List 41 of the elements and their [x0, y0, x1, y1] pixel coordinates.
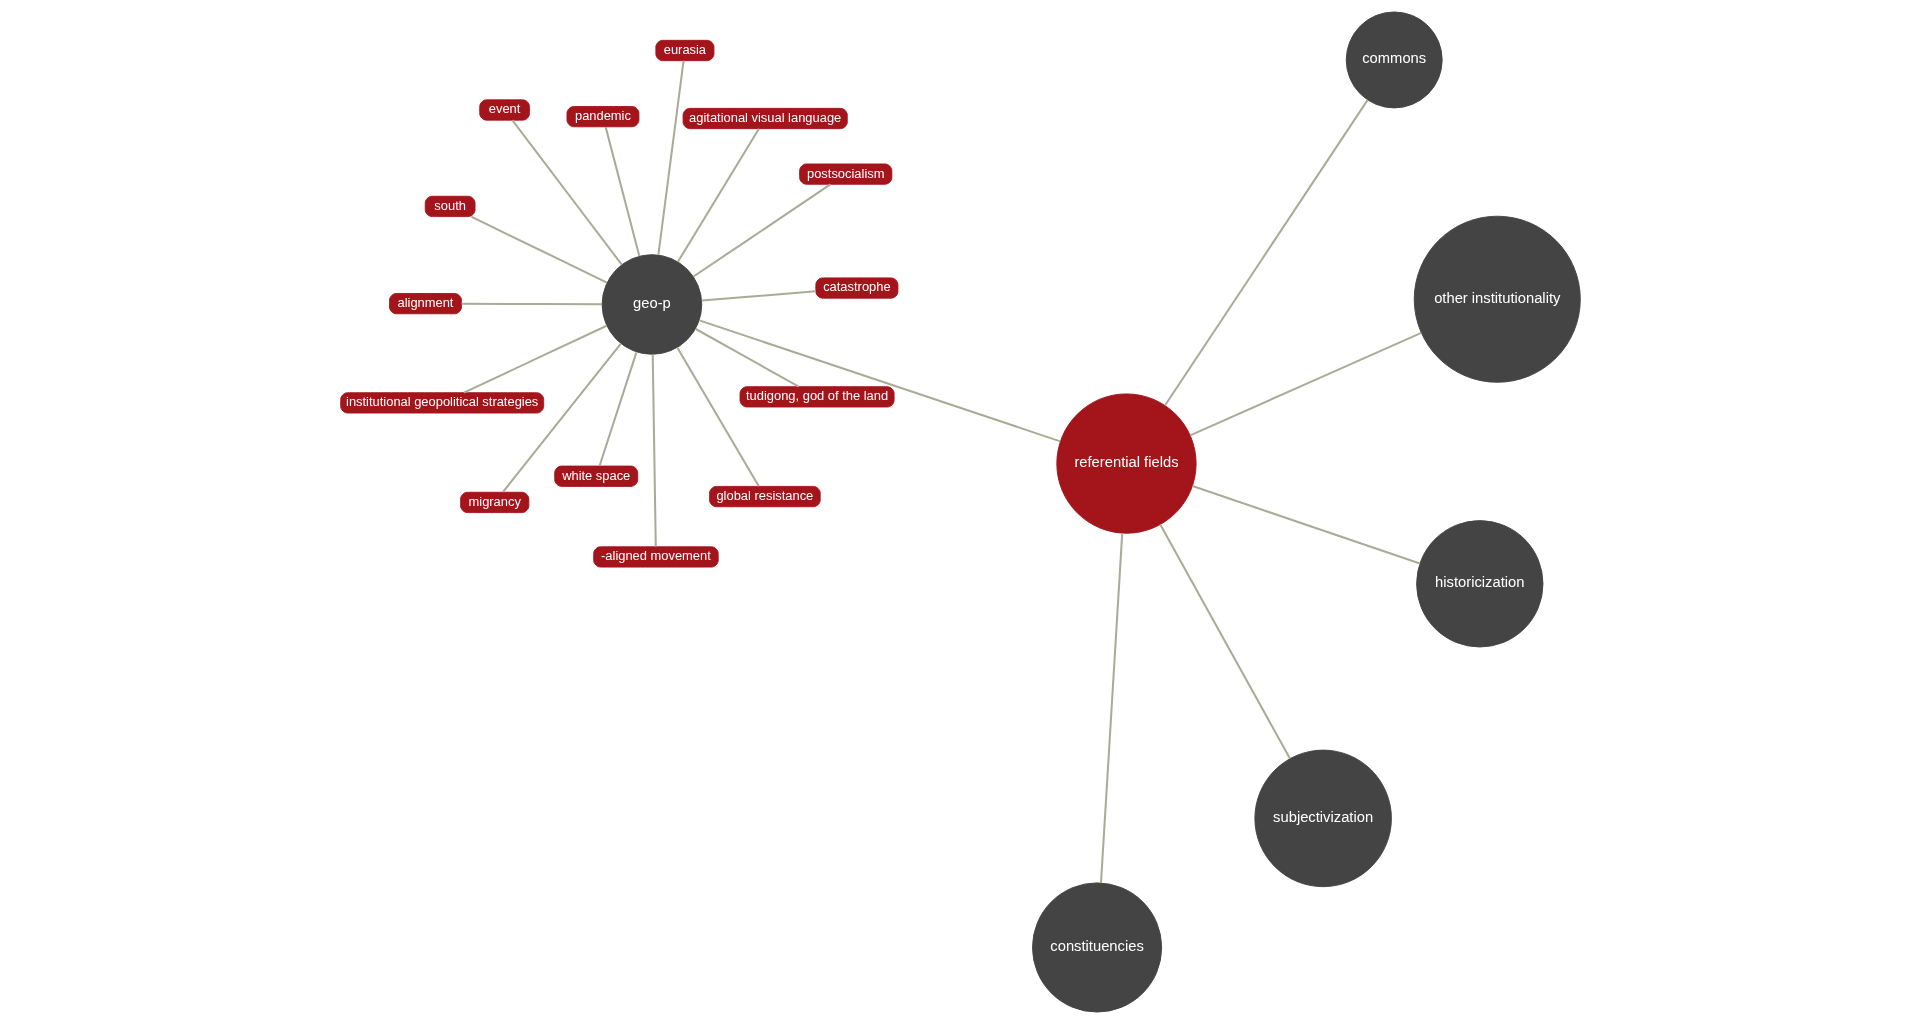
connector: [1191, 485, 1420, 565]
node-box: migrancy: [459, 491, 529, 514]
connector: [511, 119, 623, 266]
node-circle: subjectivization: [1253, 749, 1392, 888]
node-circle: constituencies: [1031, 882, 1162, 1013]
node-circle: commons: [1345, 11, 1443, 109]
connector: [692, 183, 831, 278]
connector: [694, 328, 799, 388]
connector: [1158, 524, 1291, 759]
node-box: pandemic: [566, 106, 639, 128]
node-box: institutional geopolitical strategies: [339, 392, 544, 414]
node-box: event: [478, 99, 530, 121]
connector: [1163, 99, 1368, 406]
connector: [463, 324, 607, 394]
node-box: eurasia: [654, 39, 714, 62]
node-box: white space: [553, 465, 638, 487]
node-circle: historicization: [1415, 520, 1543, 648]
node-box: tudigong, god of the land: [739, 386, 895, 408]
connector: [651, 354, 657, 547]
connector: [604, 126, 640, 257]
node-circle: geo-p: [601, 254, 702, 355]
connector: [501, 342, 622, 493]
connector: [675, 347, 760, 487]
connector: [598, 352, 637, 467]
node-box: south: [424, 195, 475, 218]
connector: [461, 302, 602, 306]
node-box: global resistance: [708, 485, 821, 508]
node-box: -aligned movement: [592, 546, 719, 568]
connector: [1099, 533, 1123, 884]
connector: [701, 290, 816, 302]
node-box: postsocialism: [798, 163, 892, 185]
connector: [676, 128, 760, 263]
connector: [470, 215, 607, 284]
node-box: catastrophe: [814, 277, 898, 299]
connector: [1189, 332, 1422, 437]
node-box: alignment: [388, 293, 462, 315]
connector: [656, 60, 685, 256]
node-box: agitational visual language: [682, 107, 848, 130]
connector: [698, 319, 1061, 443]
node-circle: referential fields: [1055, 393, 1197, 534]
node-circle: other institutionality: [1413, 215, 1581, 383]
